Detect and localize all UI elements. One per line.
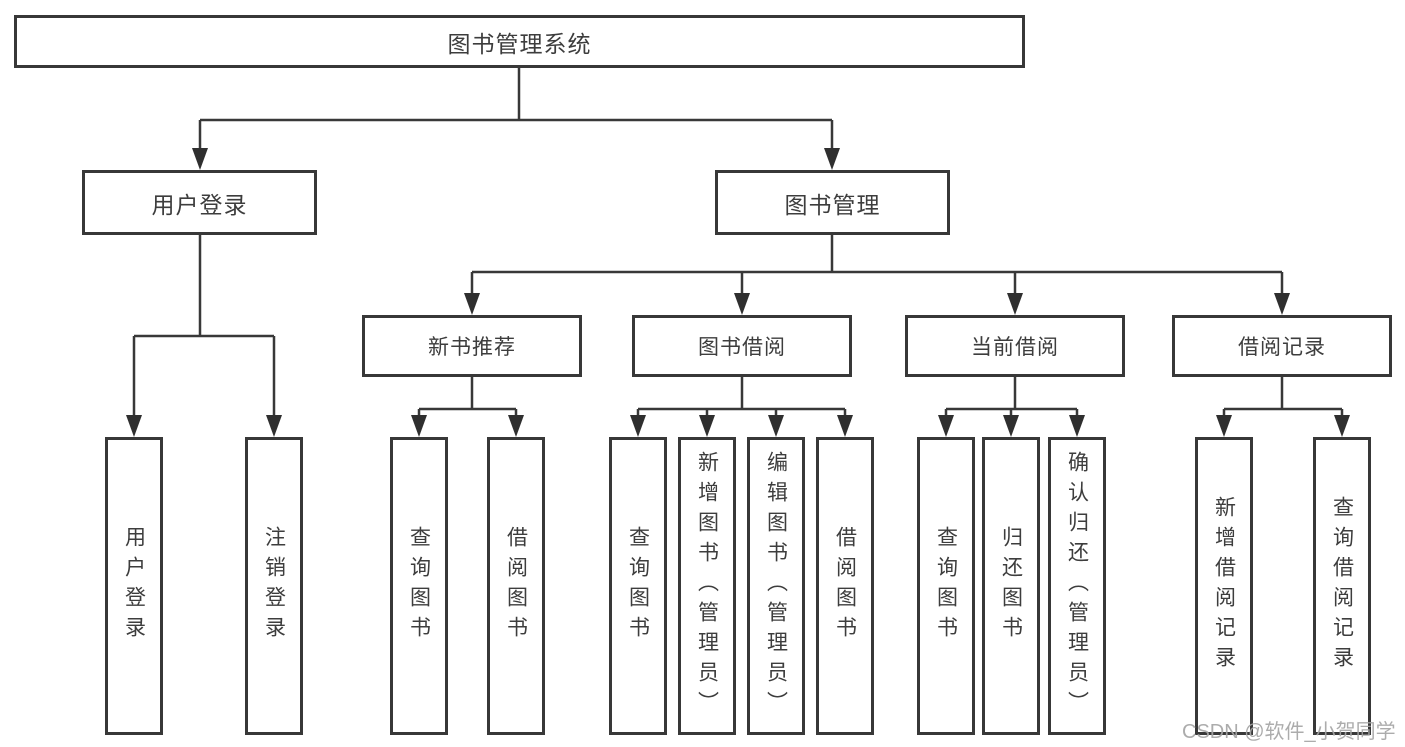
leaf-add-books-admin: 新增图书（管理员） (678, 437, 736, 735)
leaf-add-borrow-record-label: 新增借阅记录 (1212, 496, 1236, 676)
leaf-add-borrow-record: 新增借阅记录 (1195, 437, 1253, 735)
connector-borrow-to-leaves (636, 377, 847, 418)
node-new-book-recommendation-label: 新书推荐 (428, 336, 516, 359)
leaf-edit-books-admin-label: 编辑图书（管理员） (764, 451, 788, 721)
leaf-borrow-query-books-label: 查询图书 (626, 526, 650, 646)
leaf-user-login-label: 用户登录 (122, 526, 146, 646)
node-book-management: 图书管理 (715, 170, 950, 235)
node-borrowing-records-label: 借阅记录 (1238, 336, 1326, 359)
leaf-return-books-label: 归还图书 (999, 526, 1023, 646)
node-book-borrowing-label: 图书借阅 (698, 336, 786, 359)
connector-root-to-level2 (198, 68, 834, 150)
leaf-query-borrow-record: 查询借阅记录 (1313, 437, 1371, 735)
leaf-borrow-query-books: 查询图书 (609, 437, 667, 735)
node-user-login-label: 用户登录 (151, 191, 248, 218)
leaf-query-borrow-record-label: 查询借阅记录 (1330, 496, 1354, 676)
leaf-return-books: 归还图书 (982, 437, 1040, 735)
connector-current-to-leaves (944, 377, 1079, 418)
leaf-current-query-books-label: 查询图书 (934, 526, 958, 646)
node-user-login: 用户登录 (82, 170, 317, 235)
node-root-label: 图书管理系统 (447, 30, 592, 57)
leaf-current-query-books: 查询图书 (917, 437, 975, 735)
leaf-newbook-query-books-label: 查询图书 (407, 526, 431, 646)
leaf-add-books-admin-label: 新增图书（管理员） (695, 451, 719, 721)
node-current-borrowing-label: 当前借阅 (971, 336, 1059, 359)
leaf-borrow-books-label: 借阅图书 (833, 526, 857, 646)
leaf-logout-label: 注销登录 (262, 526, 286, 646)
csdn-watermark: CSDN @软件_小贺同学 (1182, 721, 1396, 743)
connector-newbook-to-leaves (417, 377, 518, 418)
leaf-borrow-books: 借阅图书 (816, 437, 874, 735)
node-book-borrowing: 图书借阅 (632, 315, 852, 377)
node-book-management-label: 图书管理 (784, 191, 881, 218)
leaf-confirm-return-admin-label: 确认归还（管理员） (1065, 451, 1089, 721)
node-borrowing-records: 借阅记录 (1172, 315, 1392, 377)
leaf-newbook-borrow-books: 借阅图书 (487, 437, 545, 735)
leaf-edit-books-admin: 编辑图书（管理员） (747, 437, 805, 735)
leaf-newbook-borrow-books-label: 借阅图书 (504, 526, 528, 646)
arrowheads (126, 148, 1350, 437)
node-current-borrowing: 当前借阅 (905, 315, 1125, 377)
leaf-user-login: 用户登录 (105, 437, 163, 735)
connector-records-to-leaves (1222, 377, 1344, 418)
node-new-book-recommendation: 新书推荐 (362, 315, 582, 377)
connector-mgmt-to-level3 (470, 235, 1284, 296)
node-root: 图书管理系统 (14, 15, 1025, 68)
leaf-newbook-query-books: 查询图书 (390, 437, 448, 735)
connector-login-to-leaves (132, 235, 276, 418)
leaf-logout: 注销登录 (245, 437, 303, 735)
leaf-confirm-return-admin: 确认归还（管理员） (1048, 437, 1106, 735)
